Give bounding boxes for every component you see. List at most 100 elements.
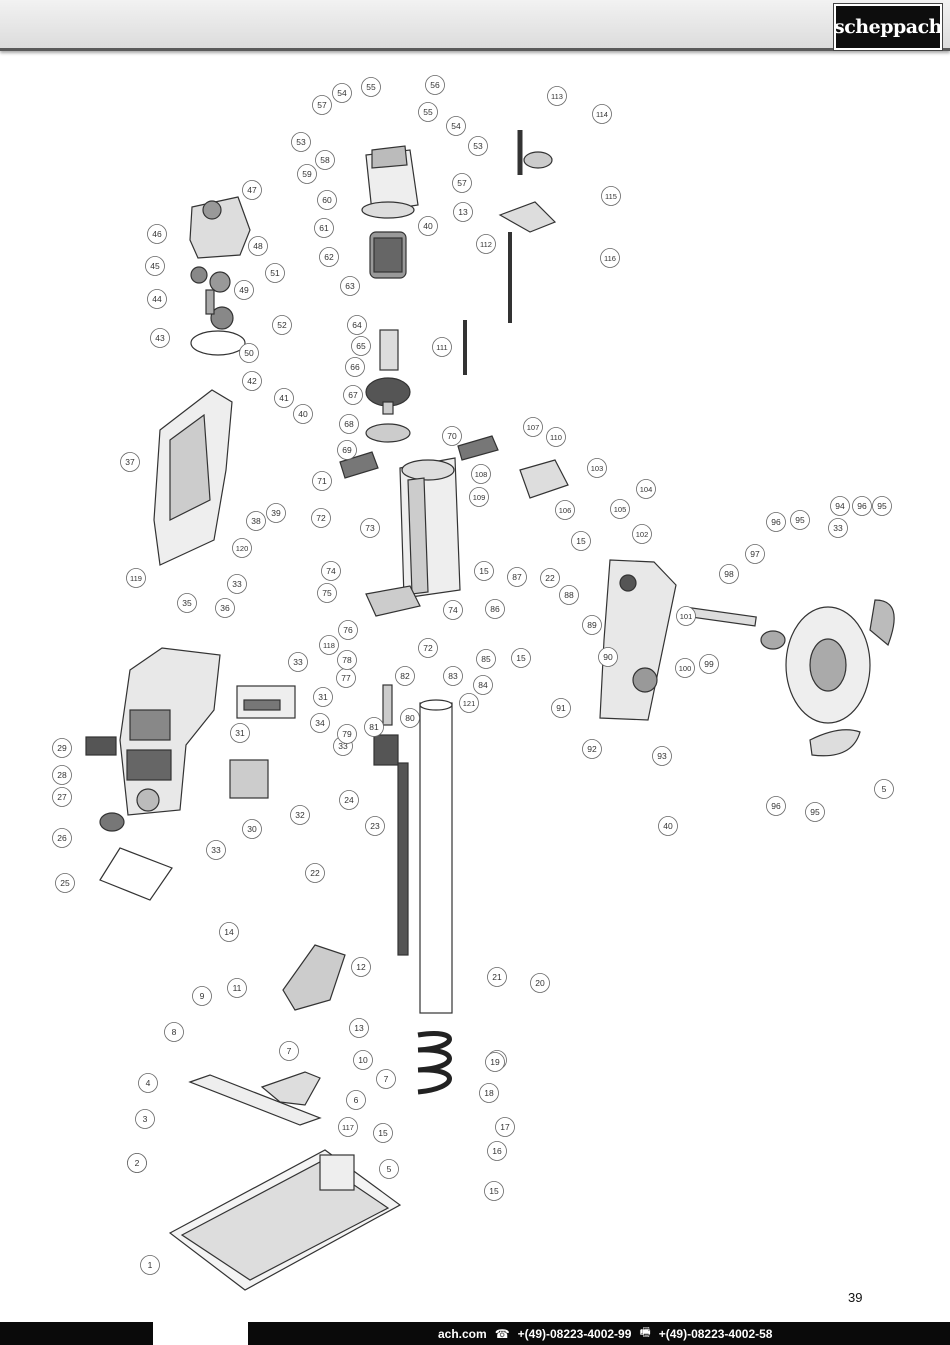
part-callout-69: 69 [337,440,357,460]
part-callout-70: 70 [442,426,462,446]
part-callout-17: 17 [495,1117,515,1137]
part-callout-45: 45 [145,256,165,276]
part-callout-6: 6 [346,1090,366,1110]
callout-circle [347,315,367,335]
callout-number: 108 [475,470,488,479]
callout-number: 96 [857,501,867,511]
callout-circle [432,337,452,357]
callout-number: 117 [342,1123,354,1132]
part-callout-90: 90 [598,647,618,667]
callout-number: 65 [356,341,366,351]
part-callout-82: 82 [395,666,415,686]
part-callout-3: 3 [135,1109,155,1129]
callout-number: 15 [378,1128,388,1138]
part-callout-56: 56 [425,75,445,95]
part-callout-55: 55 [418,102,438,122]
callout-number: 112 [480,240,492,249]
part-callout-83: 83 [443,666,463,686]
part-callout-47: 47 [242,180,262,200]
callout-number: 15 [479,566,489,576]
part-callout-15: 15 [373,1123,393,1143]
callout-number: 70 [447,431,457,441]
callout-number: 101 [680,612,693,621]
part-callout-57: 57 [452,173,472,193]
part-callout-10: 10 [353,1050,373,1070]
callout-circle [610,499,630,519]
callout-circle [164,1022,184,1042]
part-callout-113: 113 [547,86,567,106]
part-callout-9: 9 [192,986,212,1006]
callout-number: 60 [322,195,332,205]
callout-number: 95 [877,501,887,511]
part-callout-95: 95 [805,802,825,822]
callout-number: 40 [423,221,433,231]
footer-website[interactable]: ach.com [438,1326,487,1341]
part-callout-101: 101 [676,606,696,626]
part-callout-103: 103 [587,458,607,478]
callout-circle [351,957,371,977]
callout-circle [338,1117,358,1137]
part-callout-85: 85 [476,649,496,669]
callout-number: 96 [771,517,781,527]
callout-number: 45 [150,261,160,271]
callout-circle [52,828,72,848]
part-callout-43: 43 [150,328,170,348]
part-callout-53: 53 [468,136,488,156]
part-callout-73: 73 [360,518,380,538]
callout-circle [719,564,739,584]
callout-number: 63 [345,281,355,291]
callout-number: 56 [430,80,440,90]
callout-circle [311,508,331,528]
callout-number: 116 [604,254,616,263]
part-callout-104: 104 [636,479,656,499]
part-callout-79: 79 [337,724,357,744]
part-callout-13: 13 [453,202,473,222]
callout-number: 104 [640,485,653,494]
part-callout-48: 48 [248,236,268,256]
part-callout-7: 7 [279,1041,299,1061]
part-callout-27: 27 [52,787,72,807]
part-callout-49: 49 [234,280,254,300]
callout-number: 115 [605,192,617,201]
callout-circle [395,666,415,686]
callout-circle [523,417,543,437]
part-callout-16: 16 [487,1141,507,1161]
part-callout-50: 50 [239,343,259,363]
callout-circle [52,765,72,785]
callout-circle [337,440,357,460]
callout-circle [343,385,363,405]
part-callout-19: 19 [485,1052,505,1072]
callout-circle [314,218,334,238]
callout-number: 95 [810,807,820,817]
part-callout-22: 22 [305,863,325,883]
callout-circle [315,150,335,170]
part-callout-76: 76 [338,620,358,640]
part-callout-109: 109 [469,487,489,507]
callout-circle [453,202,473,222]
part-callout-21: 21 [487,967,507,987]
callout-number: 74 [326,566,336,576]
callout-number: 73 [365,523,375,533]
callout-circle [598,647,618,667]
callout-number: 49 [239,285,249,295]
callout-circle [479,1083,499,1103]
callout-number: 121 [463,699,476,708]
callout-circle [147,289,167,309]
callout-number: 88 [564,590,574,600]
callout-number: 102 [636,530,649,539]
callout-circle [265,263,285,283]
callout-number: 59 [302,169,312,179]
part-callout-54: 54 [446,116,466,136]
part-callout-78: 78 [337,650,357,670]
part-callout-77: 77 [336,668,356,688]
callout-number: 33 [293,657,303,667]
callout-number: 15 [576,536,586,546]
callout-circle [592,104,612,124]
callout-circle [587,458,607,478]
callout-number: 64 [352,320,362,330]
part-callout-118: 118 [319,635,339,655]
callout-number: 15 [516,653,526,663]
part-callout-7: 7 [376,1069,396,1089]
callout-number: 5 [387,1164,392,1174]
callout-circle [340,276,360,296]
